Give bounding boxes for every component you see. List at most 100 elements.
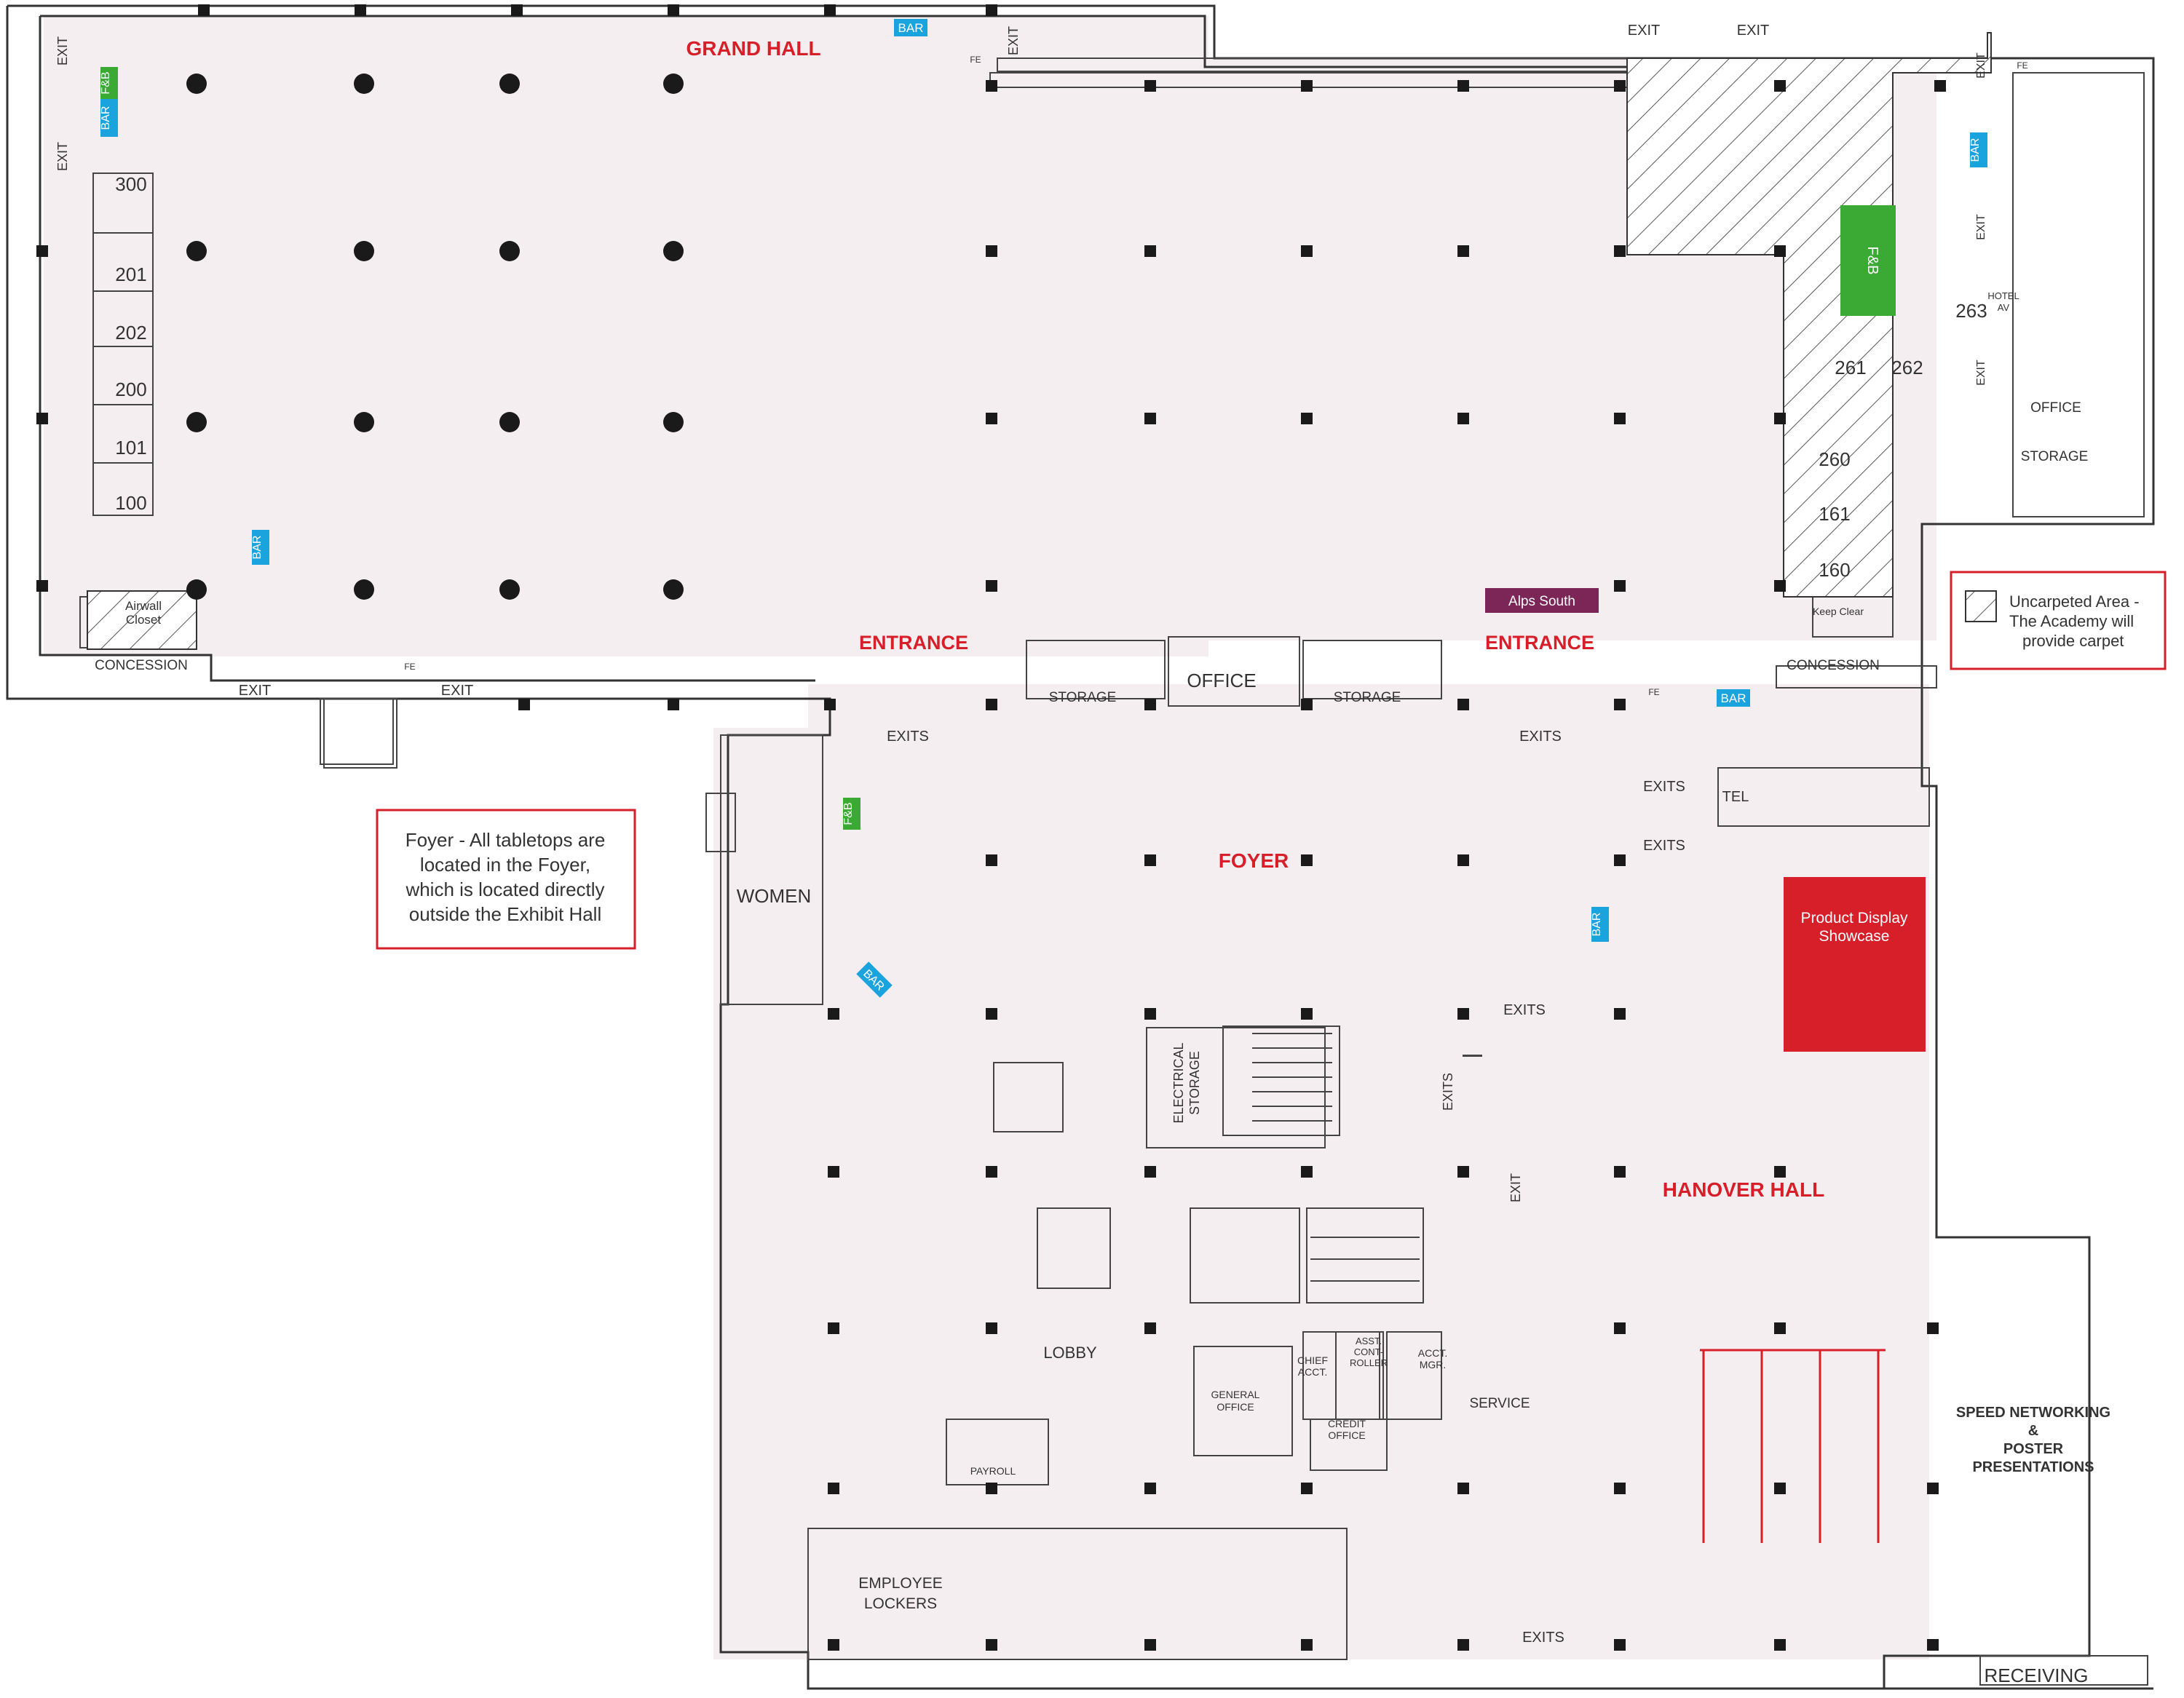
exit-label-3: EXIT [239, 683, 271, 699]
exits-label-2: EXITS [1519, 729, 1562, 745]
column-square [518, 699, 530, 710]
exits-label-1: EXITS [887, 729, 929, 745]
electrical-storage-label: STORAGE [1187, 1051, 1202, 1115]
column-square [1614, 699, 1626, 710]
alps-south-badge[interactable] [1485, 588, 1599, 613]
column-square [986, 245, 997, 257]
column-square [986, 1639, 997, 1651]
column-square [1774, 1483, 1786, 1494]
electrical-label: ELECTRICAL [1171, 1042, 1186, 1123]
west-wing-floor [713, 728, 859, 1659]
column-square [1614, 80, 1626, 92]
column-square [986, 4, 997, 16]
bar-badge-west-2[interactable] [252, 530, 269, 565]
women-restroom-label: WOMEN [737, 885, 812, 907]
column-square [36, 245, 48, 257]
booth-number[interactable]: 260 [1819, 448, 1850, 470]
booth-number[interactable]: 101 [115, 437, 146, 459]
column-square [828, 1322, 839, 1334]
column-square [1614, 413, 1626, 424]
hotel-av-label-2: AV [1998, 302, 2010, 313]
booth-number[interactable]: 202 [115, 322, 146, 344]
legend-line-1: Uncarpeted Area - [2009, 592, 2140, 611]
foyer-note-box [376, 809, 636, 950]
column-square [1144, 1483, 1156, 1494]
column-square [1301, 1008, 1313, 1020]
column-square [1774, 1322, 1786, 1334]
column-square [1774, 1639, 1786, 1651]
booth-number[interactable]: 160 [1819, 559, 1850, 581]
uncarpeted-area [1626, 32, 1992, 598]
booth-number[interactable]: 262 [1891, 357, 1923, 378]
booth-number[interactable]: 100 [115, 492, 146, 514]
employee-lockers-label-2: LOCKERS [864, 1595, 937, 1612]
exit-label-10: EXIT [1975, 214, 1987, 240]
product-display-label-2: Showcase [1819, 928, 1890, 945]
column-round [499, 579, 520, 600]
legend-line-3: provide carpet [2022, 632, 2124, 650]
bar-badge-foyer-right[interactable] [1591, 907, 1609, 942]
bar-badge-foyer-left[interactable] [856, 961, 893, 998]
column-square [986, 1008, 997, 1020]
column-round [186, 579, 207, 600]
column-square [1301, 1639, 1313, 1651]
fb-station-east[interactable] [1840, 205, 1896, 316]
column-square [1301, 1483, 1313, 1494]
poster-board-rows [1700, 1349, 1886, 1543]
column-round [186, 412, 207, 432]
product-display-showcase[interactable] [1784, 877, 1926, 1052]
column-round [186, 241, 207, 261]
fb-badge-foyer[interactable] [843, 798, 860, 830]
column-square [986, 580, 997, 592]
bar-badge-east[interactable] [1970, 132, 1987, 167]
payroll-label: PAYROLL [970, 1465, 1016, 1477]
employee-lockers-label-1: EMPLOYEE [858, 1575, 943, 1592]
column-square [1457, 1008, 1469, 1020]
fb-badge-west-label: F&B [100, 71, 112, 94]
booth-number[interactable]: 200 [115, 378, 146, 400]
column-square [1934, 80, 1946, 92]
legend-hatch-swatch [1965, 590, 1997, 622]
column-square [1774, 413, 1786, 424]
speed-networking-line-4: PRESENTATIONS [1972, 1459, 2094, 1475]
bar-badge-foyer-right-label: BAR [1591, 913, 1603, 937]
column-square [1144, 699, 1156, 710]
exits-label-4: EXITS [1643, 838, 1685, 854]
booth-number[interactable]: 261 [1835, 357, 1866, 378]
bar-badge-hanover-top[interactable] [1717, 689, 1750, 707]
booth-number[interactable]: 201 [115, 263, 146, 285]
bar-badge-west-1[interactable] [100, 99, 118, 137]
keep-clear-label: Keep Clear [1813, 606, 1864, 617]
general-office-label-1: GENERAL [1211, 1389, 1260, 1400]
exit-label-5: EXIT [55, 36, 70, 66]
booth-number[interactable]: 161 [1819, 503, 1850, 525]
service-label: SERVICE [1469, 1396, 1530, 1411]
column-square [1144, 854, 1156, 866]
column-round [499, 74, 520, 94]
column-square [986, 1483, 997, 1494]
foyer-note-line-2: located in the Foyer, [420, 854, 590, 876]
fb-badge-west[interactable] [100, 67, 118, 99]
concession-right-label: CONCESSION [1787, 658, 1880, 673]
column-square [1927, 1483, 1939, 1494]
booth-number[interactable]: 263 [1955, 300, 1987, 322]
column-square [828, 1166, 839, 1178]
booth-numbers-right: 263 261 262 260 161 160 [1819, 300, 1987, 581]
column-square [1301, 1166, 1313, 1178]
grand-hall-title: GRAND HALL [686, 37, 820, 60]
column-square [1774, 80, 1786, 92]
column-square [1774, 245, 1786, 257]
airwall-closet-label-2: Closet [126, 613, 161, 627]
office-label: OFFICE [1187, 670, 1256, 691]
column-square [1614, 1322, 1626, 1334]
column-square [1457, 1639, 1469, 1651]
column-round [663, 241, 684, 261]
column-square [1301, 854, 1313, 866]
acct-mgr-label-1: ACCT. [1418, 1347, 1447, 1359]
bar-badge-grand-hall[interactable] [894, 19, 927, 36]
column-square [511, 4, 523, 16]
bar-badge-east-label: BAR [1969, 138, 1982, 162]
asst-controller-label-3: ROLLER [1350, 1357, 1388, 1368]
hanover-hall-title: HANOVER HALL [1663, 1178, 1824, 1201]
booth-number[interactable]: 300 [115, 173, 146, 195]
